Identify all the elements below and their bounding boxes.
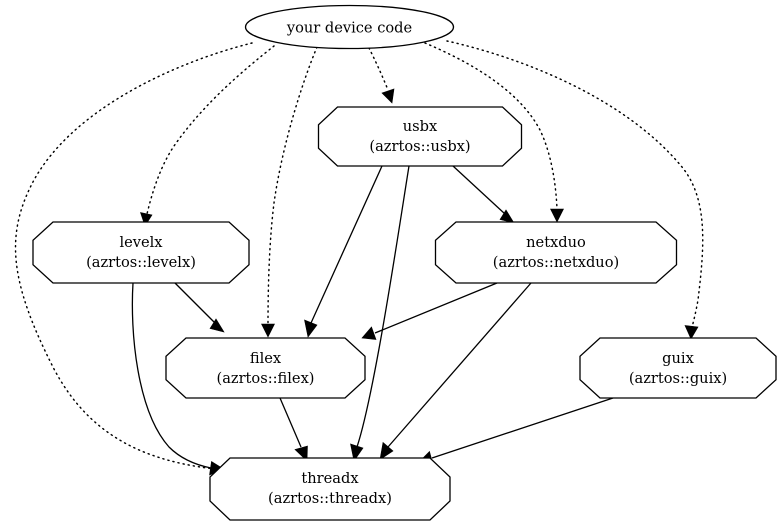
node-label-line1: levelx [119, 234, 163, 251]
edge-device-to-usbx [368, 47, 395, 104]
node-label-line1: guix [662, 350, 694, 367]
node-netxduo[interactable]: netxduo (azrtos::netxduo) [434, 221, 678, 284]
node-label-line2: (azrtos::netxduo) [493, 254, 619, 271]
node-label-line2: (azrtos::usbx) [369, 138, 470, 155]
edge-device-to-filex [261, 46, 318, 338]
node-label-line2: (azrtos::filex) [217, 370, 315, 387]
node-label-line1: netxduo [526, 234, 586, 251]
node-layer: your device code usbx (azrtos::usbx) lev… [32, 4, 777, 521]
node-label-line1: your device code [286, 20, 412, 37]
arrowhead [499, 209, 515, 224]
arrowhead [304, 319, 318, 338]
node-label-line2: (azrtos::threadx) [268, 490, 392, 507]
edge-device-to-netxduo [424, 42, 564, 223]
edge-path [174, 282, 216, 324]
node-usbx[interactable]: usbx (azrtos::usbx) [317, 106, 523, 167]
edge-path [446, 40, 704, 328]
edge-path [131, 282, 212, 469]
arrowhead [140, 212, 153, 227]
edge-device-to-levelx [140, 45, 275, 227]
node-label-line2: (azrtos::guix) [629, 370, 727, 387]
edge-path [267, 46, 318, 325]
arrowhead [261, 323, 275, 338]
node-label-line1: threadx [301, 470, 359, 487]
edge-path [387, 282, 532, 448]
arrowhead [379, 441, 394, 461]
edge-usbx-to-filex [304, 165, 383, 338]
arrowhead [209, 318, 225, 333]
node-shape-octagon [579, 337, 777, 399]
node-levelx[interactable]: levelx (azrtos::levelx) [32, 221, 250, 284]
node-shape-octagon [317, 106, 523, 167]
edge-path [452, 165, 506, 215]
edge-path [146, 45, 275, 215]
node-shape-octagon [434, 221, 678, 284]
edge-device-to-guix [446, 40, 704, 340]
node-filex[interactable]: filex (azrtos::filex) [165, 337, 366, 399]
edge-path [310, 165, 383, 324]
edge-path [374, 282, 498, 334]
edge-path [279, 397, 302, 448]
node-label-line1: filex [250, 350, 282, 367]
edge-netxduo-to-filex [361, 282, 498, 340]
node-your-device-code[interactable]: your device code [244, 4, 455, 50]
edge-levelx-to-filex [174, 282, 225, 333]
arrowhead [294, 445, 308, 462]
arrowhead [684, 325, 699, 340]
edge-netxduo-to-threadx [379, 282, 532, 461]
node-threadx[interactable]: threadx (azrtos::threadx) [209, 457, 451, 521]
arrowhead [381, 88, 395, 104]
edge-path [356, 165, 410, 448]
edge-guix-to-threadx [418, 397, 614, 465]
edge-usbx-to-netxduo [452, 165, 515, 224]
edge-layer [14, 40, 704, 477]
edge-path [14, 42, 253, 471]
edge-path [424, 42, 558, 210]
node-guix[interactable]: guix (azrtos::guix) [579, 337, 777, 399]
node-shape-ellipse [244, 4, 455, 50]
node-shape-octagon [165, 337, 366, 399]
edge-path [431, 397, 614, 459]
node-label-line2: (azrtos::levelx) [86, 254, 196, 271]
edge-usbx-to-threadx [350, 165, 410, 462]
arrowhead [361, 326, 377, 340]
arrowhead [350, 443, 364, 462]
node-shape-octagon [32, 221, 250, 284]
edge-filex-to-threadx [279, 397, 308, 462]
arrowhead [550, 208, 564, 223]
node-shape-octagon [209, 457, 451, 521]
edge-path [368, 47, 389, 91]
node-label-line1: usbx [403, 118, 438, 135]
